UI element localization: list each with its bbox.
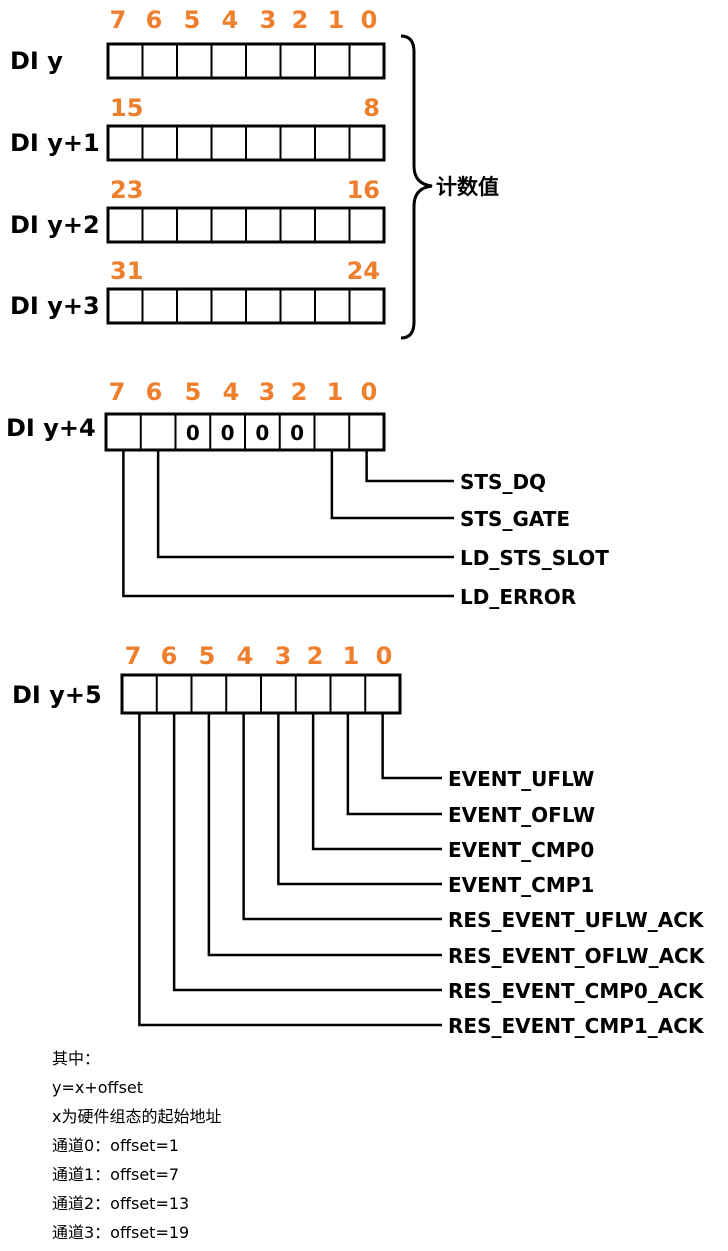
register-label: DI y+5 xyxy=(12,681,102,709)
bit-number: 3 xyxy=(260,6,277,34)
bit-number: 4 xyxy=(223,378,240,406)
bit-number: 1 xyxy=(343,642,360,670)
signal-wire xyxy=(330,450,454,520)
signal-label: STS_GATE xyxy=(460,507,570,531)
bit-number: 1 xyxy=(328,6,345,34)
signal-wire xyxy=(207,713,442,957)
signal-label: EVENT_CMP1 xyxy=(448,873,594,897)
register-label: DI y xyxy=(10,47,63,75)
notes-line: 通道0：offset=1 xyxy=(52,1136,180,1155)
bit-number: 31 xyxy=(110,257,143,285)
bit-number: 23 xyxy=(110,176,143,204)
notes-line: 通道3：offset=19 xyxy=(52,1223,190,1242)
register-label: DI y+1 xyxy=(10,129,100,157)
signal-wire xyxy=(156,450,454,559)
bit-number: 5 xyxy=(185,378,202,406)
bit-number: 6 xyxy=(146,6,163,34)
notes-line: 通道2：offset=13 xyxy=(52,1194,190,1213)
bit-number: 2 xyxy=(307,642,324,670)
notes-line: 其中： xyxy=(52,1049,101,1068)
notes-line: x为硬件组态的起始地址 xyxy=(52,1107,222,1126)
signal-label: STS_DQ xyxy=(460,470,546,494)
signal-label: RES_EVENT_CMP1_ACK xyxy=(448,1014,705,1038)
register-label: DI y+3 xyxy=(10,292,100,320)
bit-number: 0 xyxy=(361,6,378,34)
bit-number: 4 xyxy=(222,6,239,34)
register-label: DI y+4 xyxy=(6,414,96,442)
bit-number: 5 xyxy=(184,6,201,34)
signal-wire xyxy=(242,713,442,921)
notes-line: 通道1：offset=7 xyxy=(52,1165,180,1184)
signal-label: LD_STS_SLOT xyxy=(460,546,609,570)
signal-wire xyxy=(277,713,442,886)
bit-number: 1 xyxy=(327,378,344,406)
bit-number: 7 xyxy=(109,378,126,406)
signal-wire xyxy=(346,713,442,816)
cell-value: 0 xyxy=(290,421,304,445)
signal-label: EVENT_UFLW xyxy=(448,767,594,791)
signal-label: EVENT_CMP0 xyxy=(448,838,594,862)
cell-value: 0 xyxy=(221,421,235,445)
bit-number: 3 xyxy=(259,378,276,406)
signal-label: RES_EVENT_OFLW_ACK xyxy=(448,944,706,968)
bit-number: 6 xyxy=(146,378,163,406)
bit-number: 3 xyxy=(275,642,292,670)
bit-number: 16 xyxy=(347,176,380,204)
signal-label: RES_EVENT_UFLW_ACK xyxy=(448,908,705,932)
bit-number: 5 xyxy=(199,642,216,670)
bit-number: 7 xyxy=(110,6,127,34)
notes-line: y=x+offset xyxy=(52,1078,144,1097)
register-label: DI y+2 xyxy=(10,211,100,239)
curly-brace xyxy=(400,34,433,340)
signal-wire xyxy=(122,450,454,598)
bit-number: 7 xyxy=(125,642,142,670)
signal-wire xyxy=(365,450,454,483)
bit-number: 2 xyxy=(291,378,308,406)
signal-wire xyxy=(172,713,442,992)
bit-number: 15 xyxy=(110,94,143,122)
bit-number: 2 xyxy=(292,6,309,34)
signal-label: RES_EVENT_CMP0_ACK xyxy=(448,979,705,1003)
signal-wire xyxy=(311,713,442,851)
notes: 其中： y=x+offset x为硬件组态的起始地址 通道0：offset=1 … xyxy=(52,1044,221,1247)
cell-value: 0 xyxy=(186,421,200,445)
bit-number: 4 xyxy=(237,642,254,670)
bit-number: 6 xyxy=(161,642,178,670)
cell-value: 0 xyxy=(255,421,269,445)
signal-label: LD_ERROR xyxy=(460,585,576,609)
bit-number: 24 xyxy=(347,257,380,285)
bit-number: 8 xyxy=(363,94,380,122)
bit-number: 0 xyxy=(361,378,378,406)
signal-wire xyxy=(138,713,442,1027)
bit-number: 0 xyxy=(376,642,393,670)
brace-label: 计数值 xyxy=(436,175,499,199)
signal-label: EVENT_OFLW xyxy=(448,803,595,827)
signal-wire xyxy=(381,713,442,780)
